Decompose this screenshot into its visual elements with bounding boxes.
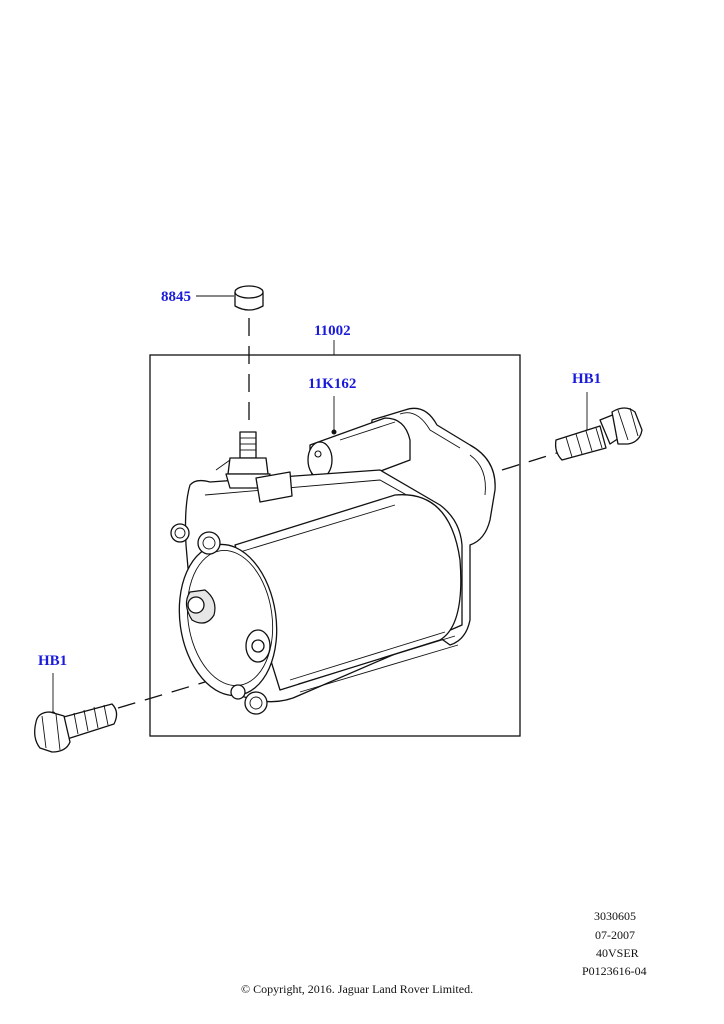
reference-line-4: P0123616-04 [582,964,647,978]
bracket-bolt-heads [170,523,268,715]
starter-motor-part [170,407,496,715]
terminal-stud [215,431,293,503]
callout-bolt-hb1-left[interactable]: HB1 [38,653,68,669]
washer-cap-part [234,285,264,311]
reference-line-3: 40VSER [596,946,639,960]
bolt-hb1-left-part [34,703,118,753]
callout-solenoid-11k162[interactable]: 11K162 [308,376,357,392]
callout-starter-assembly-11002[interactable]: 11002 [314,323,351,339]
bolt-hb1-right-part [554,407,643,461]
assembly-centerlines [117,318,561,709]
callout-washer-cap-8845[interactable]: 8845 [161,289,191,305]
reference-line-1: 3030605 [594,909,636,923]
callout-bolt-hb1-right[interactable]: HB1 [572,371,602,387]
copyright-notice: © Copyright, 2016. Jaguar Land Rover Lim… [241,982,474,996]
reference-line-2: 07-2007 [595,928,635,942]
assembly-frame [149,354,521,737]
